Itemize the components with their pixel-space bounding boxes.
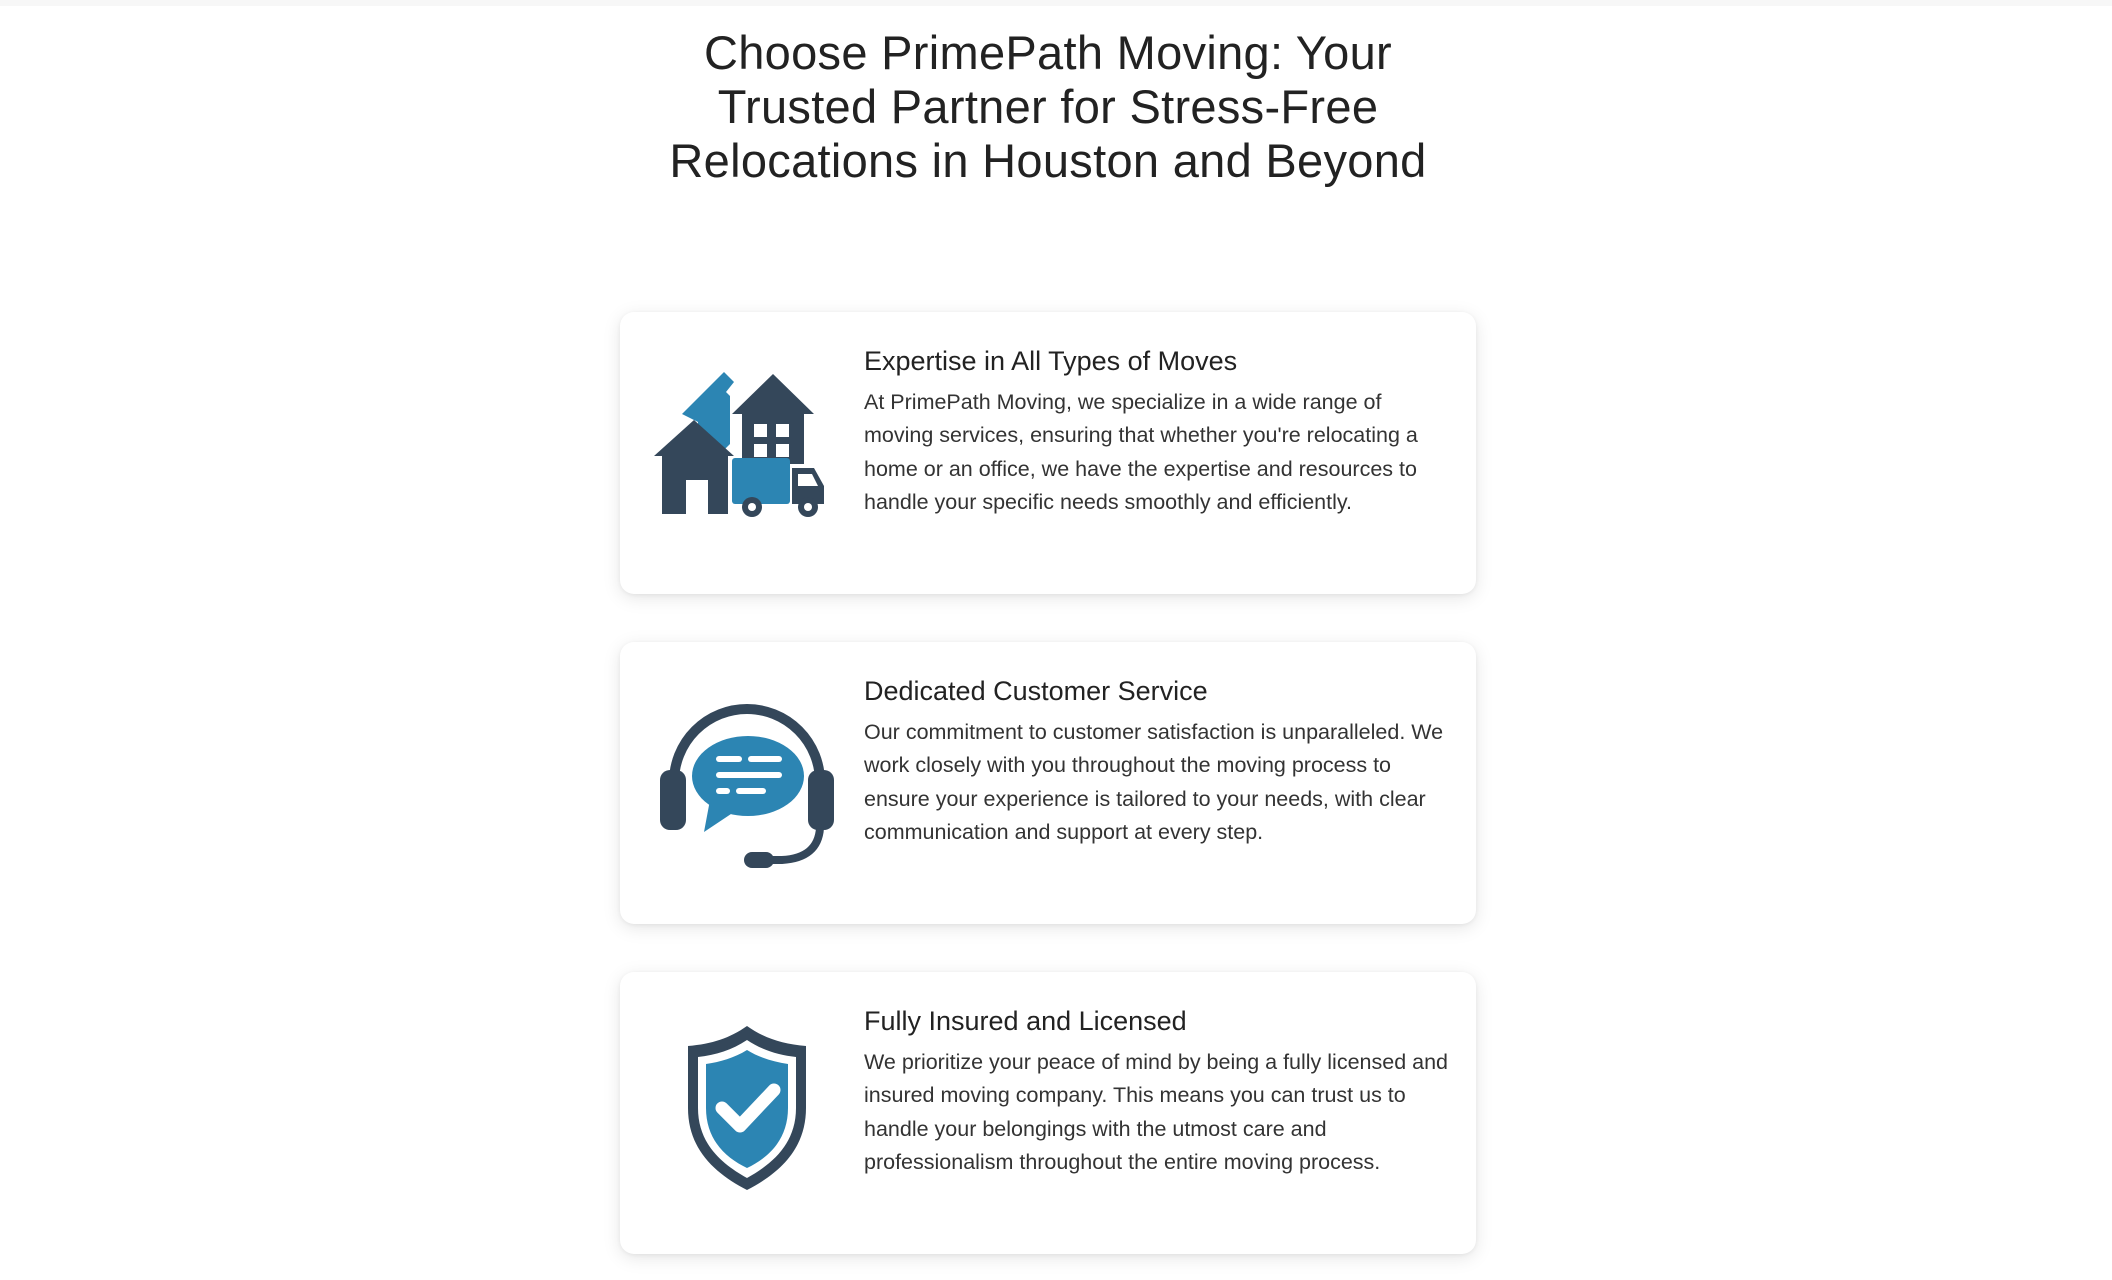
- feature-heading: Fully Insured and Licensed: [864, 1006, 1187, 1036]
- feature-description: Our commitment to customer satisfaction …: [864, 720, 1444, 844]
- top-edge-bar: [0, 0, 2112, 6]
- page-title: Choose PrimePath Moving: Your Trusted Pa…: [669, 26, 1427, 187]
- feature-description: We prioritize your peace of mind by bein…: [864, 1050, 1449, 1174]
- houses-moving-truck-icon: [652, 352, 842, 542]
- feature-heading: Expertise in All Types of Moves: [864, 346, 1238, 376]
- feature-card-customer-service: Dedicated Customer Service Our commitmen…: [620, 642, 1476, 924]
- feature-description: At PrimePath Moving, we specialize in a …: [864, 390, 1418, 514]
- feature-card-expertise: Expertise in All Types of Moves At Prime…: [620, 312, 1476, 594]
- feature-heading: Dedicated Customer Service: [864, 676, 1208, 706]
- headset-chat-icon: [652, 682, 842, 872]
- feature-card-insured-licensed: Fully Insured and Licensed We prioritize…: [620, 972, 1476, 1254]
- shield-check-icon: [652, 1012, 842, 1202]
